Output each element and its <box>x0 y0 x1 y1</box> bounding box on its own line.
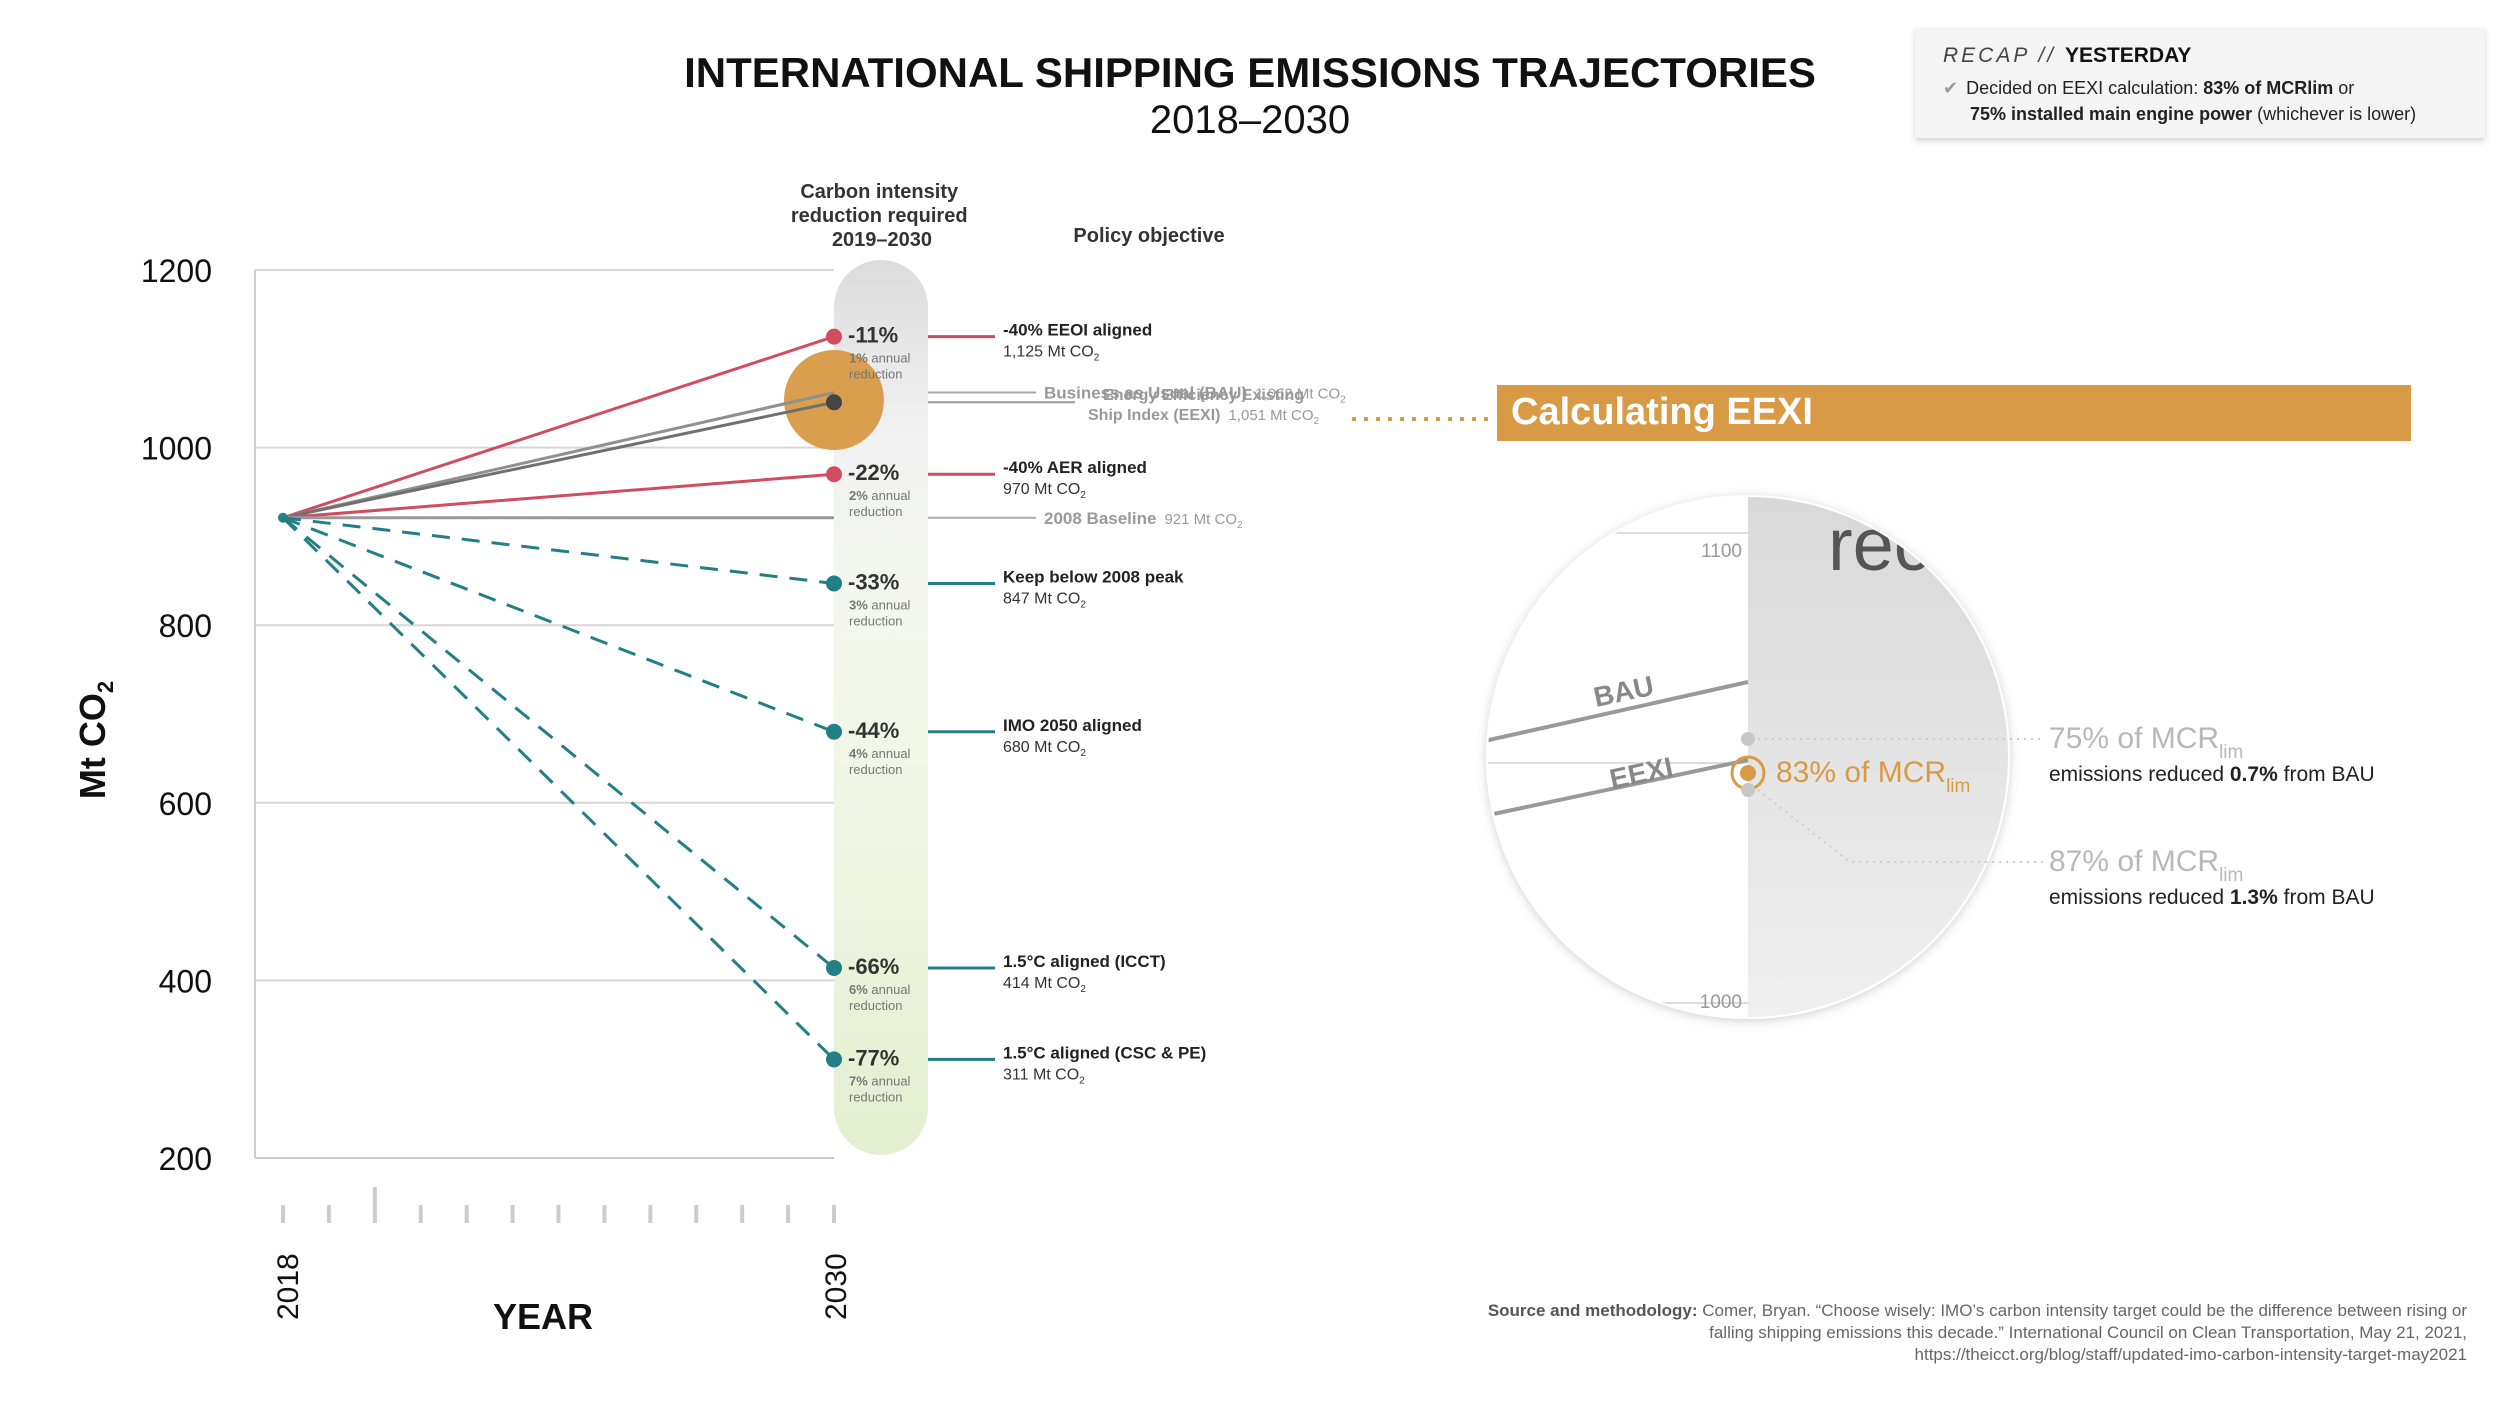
policy-value: 311 Mt CO2 <box>1003 1066 1085 1086</box>
reduction-annual: 4% annual <box>849 746 911 761</box>
mcr83-label: 83% of MCRlim <box>1776 756 1970 797</box>
policy-label: 1.5°C aligned (ICCT) <box>1003 952 1166 971</box>
x-tick-2030: 2030 <box>820 1253 853 1320</box>
check-icon: ✔ <box>1943 78 1959 98</box>
zoom-eexi-line <box>1488 758 1749 818</box>
mcr75-label: 75% of MCRlim <box>2049 722 2243 763</box>
series-line <box>282 516 835 734</box>
y-tick-labels: 1200 1000 800 600 400 200 <box>141 253 212 1177</box>
reduction-percent: -33% <box>848 569 899 594</box>
reduction-pill <box>834 260 928 1155</box>
calculating-eexi-banner: Calculating EEXI <box>1497 385 2411 441</box>
series-marker <box>826 1051 842 1068</box>
reduction-annual: 1% annual <box>849 351 911 366</box>
series-line <box>282 335 835 520</box>
reduction-percent: -11% <box>848 323 898 348</box>
series-marker <box>826 328 842 345</box>
zoom-bau-line <box>1488 680 1749 744</box>
marker-83-mcr <box>1740 765 1756 781</box>
reduction-percent: -44% <box>848 718 899 743</box>
grid-lines <box>255 269 834 1159</box>
policy-value: 414 Mt CO2 <box>1003 975 1086 995</box>
y-tick-label: 800 <box>159 608 212 644</box>
y-tick-label: 1000 <box>141 431 212 467</box>
series-line <box>282 472 835 520</box>
policy-label: -40% EEOI aligned <box>1003 321 1152 340</box>
policy-label: 1.5°C aligned (CSC & PE) <box>1003 1043 1206 1062</box>
series-marker <box>826 394 842 411</box>
policy-label-line1: Energy Efficiency Existing <box>1103 387 1304 404</box>
reduction-annual: 6% annual <box>849 982 911 997</box>
series-line <box>282 400 835 520</box>
policy-label: IMO 2050 aligned <box>1003 716 1142 735</box>
reduction-annual-2: reduction <box>849 1089 902 1104</box>
policy-value: 680 Mt CO2 <box>1003 739 1086 759</box>
mcr87-desc: emissions reduced 1.3% from BAU <box>2049 886 2375 909</box>
reduction-percent: -77% <box>848 1045 899 1070</box>
zoom-cut-text: rec <box>1828 503 1931 586</box>
y-tick-label: 400 <box>159 963 212 999</box>
start-marker <box>278 512 288 523</box>
x-tick-2018: 2018 <box>272 1253 305 1320</box>
policy-label: -40% AER aligned <box>1003 458 1147 477</box>
series-marker <box>826 959 842 976</box>
recap-line-1: ✔Decided on EEXI calculation: 83% of MCR… <box>1943 78 2355 98</box>
series-line <box>282 516 835 585</box>
reduction-percent: -66% <box>848 954 899 979</box>
x-ticks <box>281 1187 836 1223</box>
reduction-annual-2: reduction <box>849 998 902 1013</box>
series-line <box>282 391 835 520</box>
recap-line-2: 75% installed main engine power (whichev… <box>1970 104 2417 124</box>
y-tick-label: 600 <box>159 786 212 822</box>
series-marker <box>826 575 842 592</box>
reduction-annual-2: reduction <box>849 367 902 382</box>
reduction-annual-2: reduction <box>849 504 902 519</box>
x-axis-label: YEAR <box>493 1296 593 1337</box>
reduction-annual-2: reduction <box>849 762 902 777</box>
reduction-header: Carbon intensity reduction required 2019… <box>791 181 973 251</box>
policy-label-line2: Ship Index (EEXI)1,051 Mt CO2 <box>1088 407 1320 427</box>
reduction-percent: -22% <box>848 460 899 485</box>
y-tick-label: 200 <box>159 1141 212 1177</box>
reduction-annual: 2% annual <box>849 488 911 503</box>
series-marker <box>826 723 842 740</box>
recap-box: RECAP // YESTERDAY ✔Decided on EEXI calc… <box>1915 28 2485 138</box>
chart-title: INTERNATIONAL SHIPPING EMISSIONS TRAJECT… <box>684 49 1816 96</box>
zoom-tick-1100: 1100 <box>1701 541 1742 562</box>
policy-label: Business as Usual (BAU)1,062 Mt CO2 <box>1044 384 1346 406</box>
policy-value: 847 Mt CO2 <box>1003 590 1086 610</box>
recap-header: RECAP // YESTERDAY <box>1943 44 2192 67</box>
policy-value: 970 Mt CO2 <box>1003 481 1086 501</box>
source-note: Source and methodology: Comer, Bryan. “C… <box>1487 1301 2467 1364</box>
eexi-zoom-panel: rec 1100 1000 BAU EEXI 83% of MCRlim <box>1486 495 2045 1019</box>
series-marker <box>826 466 842 483</box>
reduction-annual-2: reduction <box>849 613 902 628</box>
y-axis-label: Mt CO2 <box>72 681 118 799</box>
policy-value: 1,125 Mt CO2 <box>1003 344 1100 364</box>
mcr87-label: 87% of MCRlim <box>2049 845 2243 886</box>
y-tick-label: 1200 <box>141 253 212 289</box>
connector-group <box>928 335 1075 1061</box>
mcr75-desc: emissions reduced 0.7% from BAU <box>2049 763 2375 786</box>
series-line <box>281 516 836 1061</box>
reduction-annual: 3% annual <box>849 597 911 612</box>
policy-label: Keep below 2008 peak <box>1003 567 1184 586</box>
series-group <box>278 328 842 1068</box>
policy-header: Policy objective <box>1073 225 1224 247</box>
zoom-tick-1000: 1000 <box>1700 992 1742 1013</box>
chart-subtitle: 2018–2030 <box>1150 98 1350 142</box>
marker-75-mcr <box>1741 732 1755 746</box>
series-line <box>282 516 835 970</box>
reduction-annual: 7% annual <box>849 1073 911 1088</box>
marker-87-mcr <box>1741 783 1755 797</box>
